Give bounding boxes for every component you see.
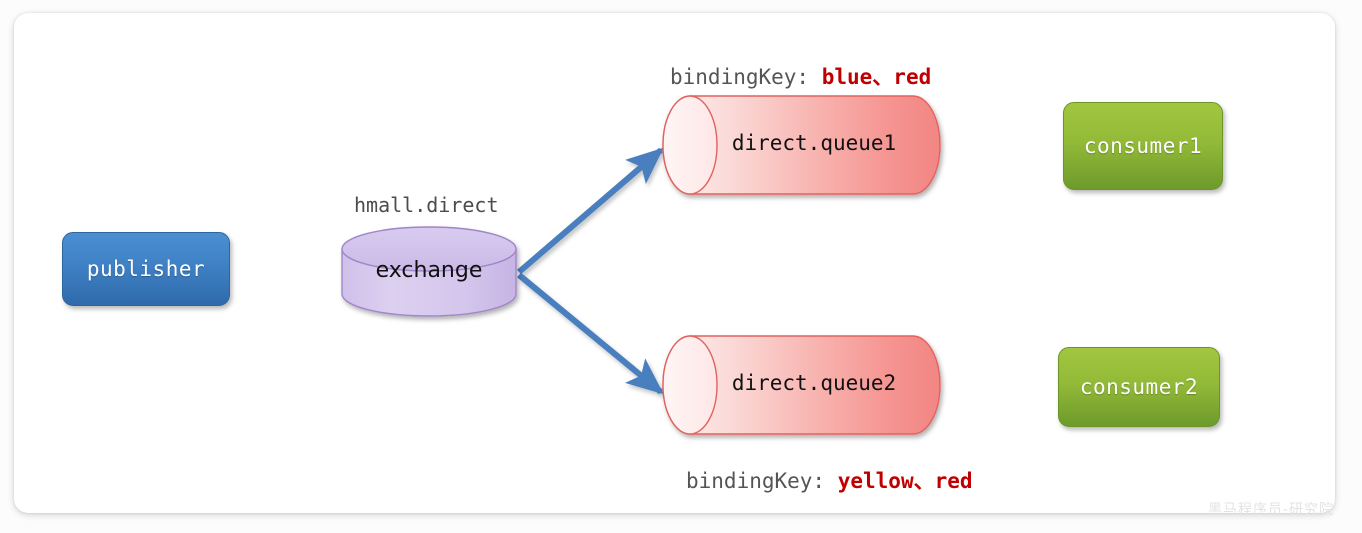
queue2-label: direct.queue2: [731, 371, 897, 395]
publisher-label: publisher: [86, 257, 206, 281]
queue1-binding-keys: blue、red: [821, 65, 932, 89]
consumer1-label: consumer1: [1083, 134, 1203, 158]
consumer2-label: consumer2: [1079, 375, 1199, 399]
exchange-label: exchange: [375, 258, 483, 283]
queue1-binding-key-label: bindingKey: blue、red: [670, 61, 931, 91]
watermark: 黑马程序员-研究院: [1207, 502, 1334, 518]
queue2-binding-prefix: bindingKey:: [686, 469, 826, 493]
node-consumer1[interactable]: consumer1: [1063, 102, 1223, 190]
queue1-label: direct.queue1: [731, 131, 897, 155]
node-publisher[interactable]: publisher: [62, 232, 230, 306]
queue2-binding-key-label: bindingKey: yellow、red: [686, 465, 973, 495]
queue2-binding-keys: yellow、red: [837, 469, 973, 493]
exchange-caption: hmall.direct: [354, 193, 499, 217]
node-consumer2[interactable]: consumer2: [1058, 347, 1220, 427]
queue1-binding-prefix: bindingKey:: [670, 65, 810, 89]
